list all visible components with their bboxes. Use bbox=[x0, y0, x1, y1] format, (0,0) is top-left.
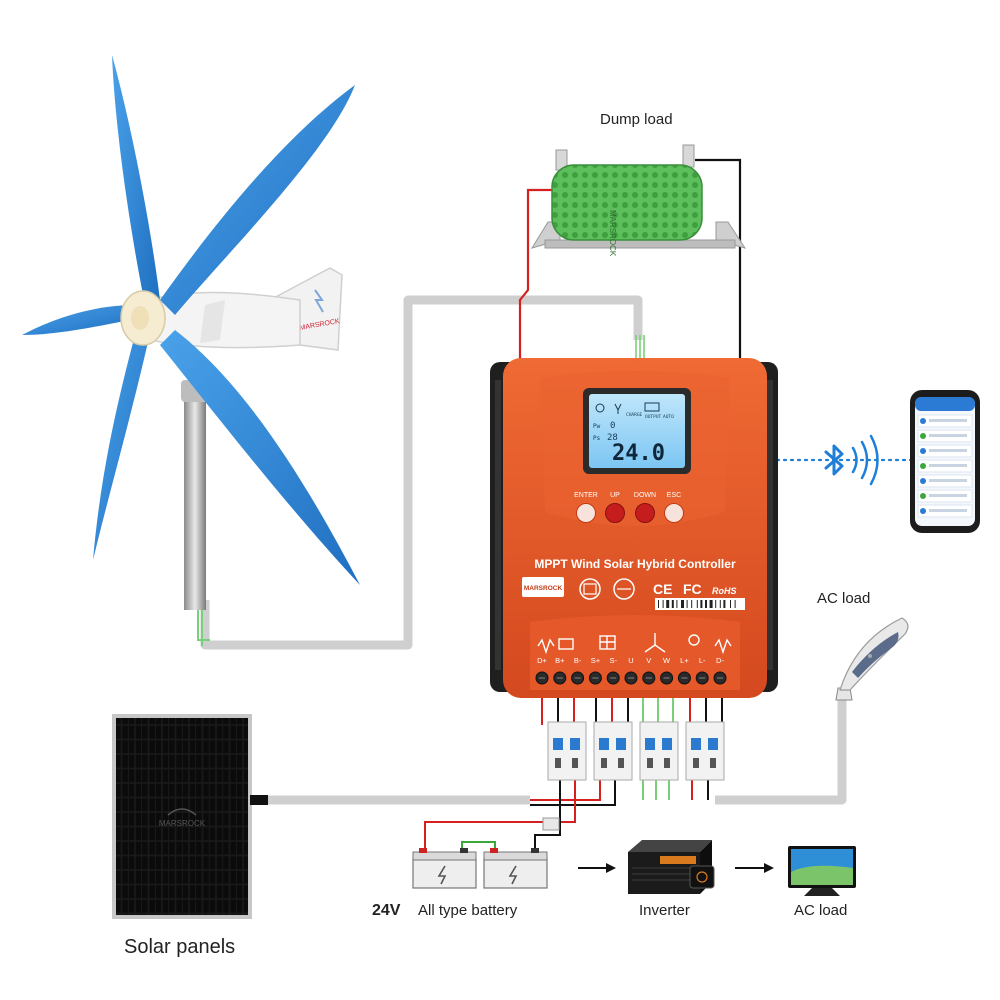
controller-title: MPPT Wind Solar Hybrid Controller bbox=[534, 557, 736, 571]
terminal-label: L- bbox=[699, 656, 706, 665]
terminal-label: B+ bbox=[555, 656, 565, 665]
esc-button[interactable] bbox=[664, 503, 684, 523]
terminal-label: D- bbox=[716, 656, 724, 665]
inverter-label: Inverter bbox=[639, 902, 690, 919]
lcd-row2-value: 28 bbox=[607, 433, 618, 443]
terminal-icons bbox=[537, 633, 732, 655]
charge-cert-icon bbox=[613, 578, 635, 600]
lcd-icons bbox=[595, 402, 660, 414]
ac-load-cable bbox=[715, 695, 847, 805]
turbine-cable bbox=[200, 295, 643, 650]
lcd-row2-label: Ps bbox=[593, 435, 601, 442]
button-label-enter: ENTER bbox=[574, 492, 598, 499]
flow-arrows bbox=[578, 863, 774, 873]
breaker-unit[interactable] bbox=[593, 721, 633, 781]
solar-panel-icon: MARSROCK bbox=[112, 714, 268, 919]
cert-ce: CE bbox=[653, 581, 672, 597]
lcd-charge: CHARGE bbox=[626, 412, 643, 418]
breaker-icon bbox=[547, 721, 725, 781]
lcd-main-value: 24.0 bbox=[612, 441, 665, 466]
barcode bbox=[655, 598, 745, 610]
battery-voltage-label: 24V bbox=[372, 902, 401, 919]
terminal-label: U bbox=[628, 656, 633, 665]
controller-brand: MARSROCK bbox=[524, 585, 563, 592]
tv-icon bbox=[788, 846, 856, 896]
phone-icon bbox=[910, 390, 980, 533]
down-button[interactable] bbox=[635, 503, 655, 523]
terminal-label: L+ bbox=[680, 656, 689, 665]
lcd-mode: AUTO bbox=[663, 414, 674, 420]
terminal-label: S+ bbox=[591, 656, 601, 665]
wires bbox=[197, 158, 914, 873]
breaker-unit[interactable] bbox=[685, 721, 725, 781]
up-button[interactable] bbox=[605, 503, 625, 523]
breaker-wires bbox=[541, 695, 723, 800]
solar-panels-label: Solar panels bbox=[124, 936, 236, 958]
svg-text:MARSROCK: MARSROCK bbox=[159, 819, 206, 828]
dump-load-black-wire bbox=[695, 158, 742, 362]
lcd-row1-value: 0 bbox=[610, 421, 615, 431]
enter-button[interactable] bbox=[576, 503, 596, 523]
button-label-up: UP bbox=[610, 492, 620, 499]
button-label-down: DOWN bbox=[634, 492, 656, 499]
lcd-output: OUTPUT bbox=[645, 414, 662, 420]
dump-load-resistor-icon: MARSROCK bbox=[530, 144, 747, 257]
inverter-icon bbox=[628, 840, 715, 894]
wind-turbine-icon: MARSROCK bbox=[22, 55, 360, 610]
hybrid-controller: CHARGE OUTPUT AUTO Pw 0 Ps 28 24.0 ENTER… bbox=[490, 358, 778, 698]
cert-rohs: RoHS bbox=[712, 586, 737, 596]
terminal-label: D+ bbox=[537, 656, 547, 665]
breaker-unit[interactable] bbox=[639, 721, 679, 781]
terminal-label: V bbox=[646, 656, 651, 665]
cert-fc: FC bbox=[683, 581, 702, 597]
street-lamp-icon bbox=[835, 617, 909, 701]
ac-load-top-label: AC load bbox=[817, 590, 871, 607]
terminal-block: D+ B+ B- S+ S- U V W L+ L- D- bbox=[535, 656, 727, 685]
ac-load-bottom-label: AC load bbox=[794, 902, 848, 919]
battery-label: All type battery bbox=[418, 902, 518, 919]
terminal-label: W bbox=[663, 656, 671, 665]
bluetooth-icon bbox=[824, 434, 879, 486]
lcd-screen bbox=[589, 394, 685, 468]
battery-icon bbox=[412, 848, 548, 889]
breaker-unit[interactable] bbox=[547, 721, 587, 781]
terminal-label: S- bbox=[609, 656, 617, 665]
battery-cert-icon bbox=[579, 578, 601, 600]
lcd-row1-label: Pw bbox=[593, 423, 601, 430]
dump-load-label: Dump load bbox=[600, 111, 673, 128]
svg-text:MARSROCK: MARSROCK bbox=[608, 210, 617, 257]
terminal-label: B- bbox=[574, 656, 582, 665]
button-label-esc: ESC bbox=[667, 492, 681, 499]
dump-load-red-wire bbox=[518, 188, 555, 362]
